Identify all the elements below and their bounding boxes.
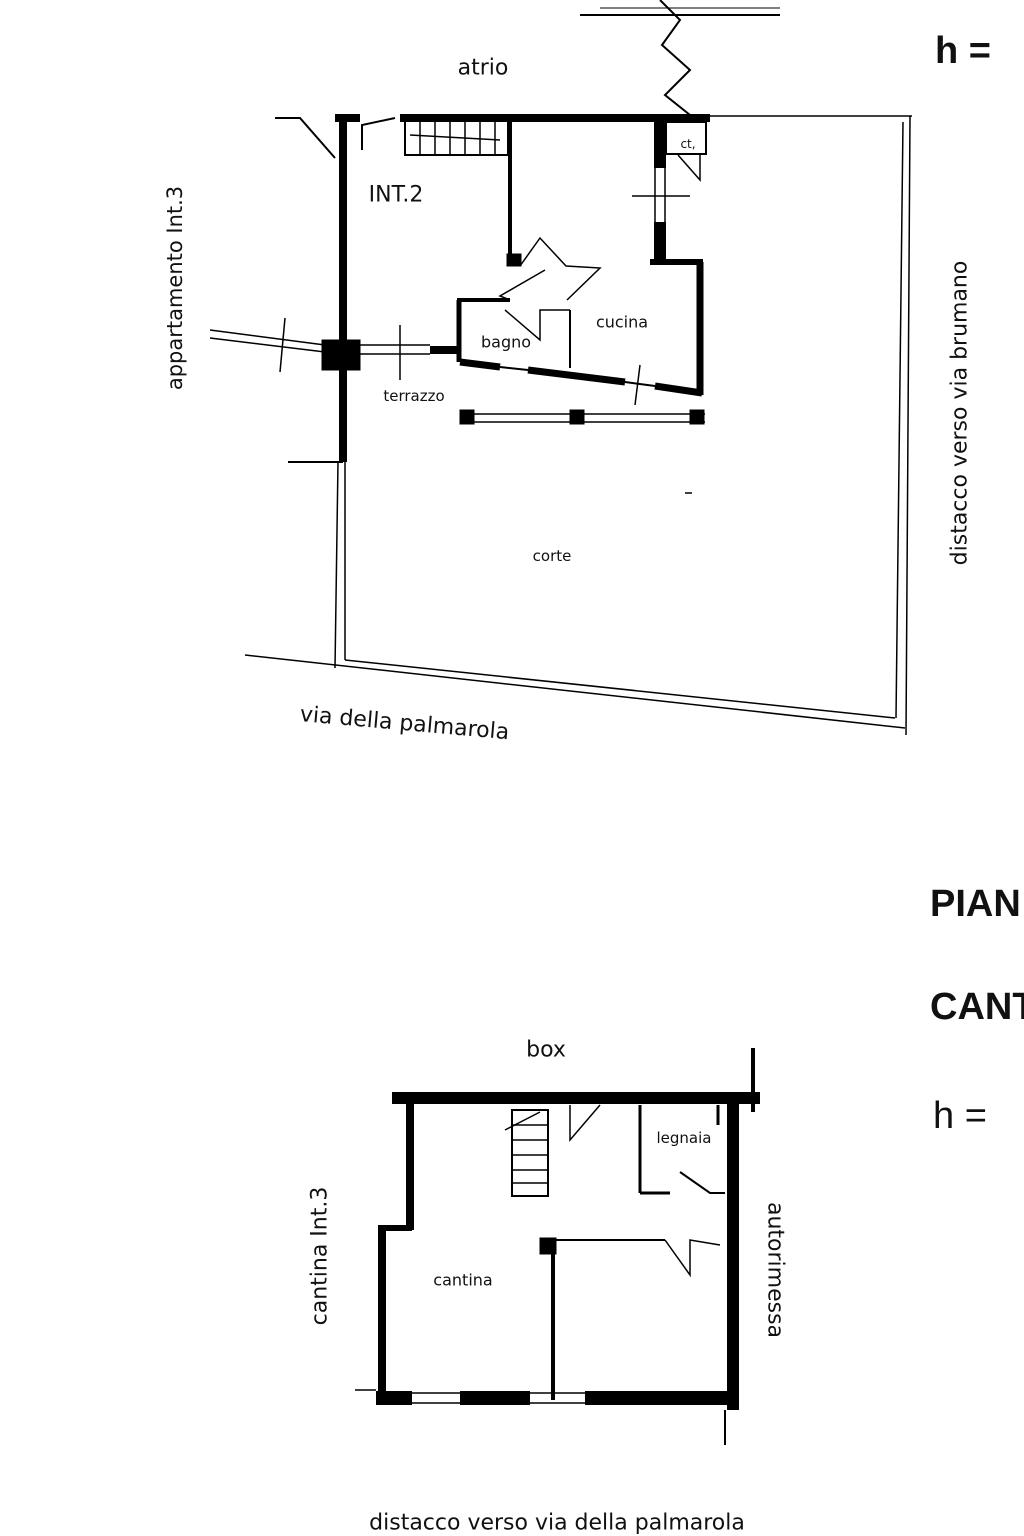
label-garage: autorimessa [762, 1201, 788, 1339]
label-cellar-neighbor: cantina Int.3 [307, 1186, 333, 1326]
label-kitchen: cucina [595, 312, 649, 332]
label-court: corte [532, 547, 572, 565]
legend-floor: PIAN [930, 883, 1021, 925]
label-terrace: terrazzo [383, 387, 445, 405]
label-woodshed: legnaia [656, 1129, 712, 1147]
label-cellar: cantina [433, 1270, 493, 1290]
label-left-neighbor: appartamento Int.3 [163, 185, 187, 391]
upper-plan [209, 0, 912, 736]
label-box: box [526, 1037, 566, 1063]
label-right-side: distacco verso via brumano [947, 260, 973, 566]
lower-plan [355, 1048, 760, 1445]
legend-h-top: h = [935, 30, 991, 72]
stairs [511, 1109, 549, 1197]
label-bathroom: bagno [480, 332, 532, 352]
label-bottom-street: distacco verso via della palmarola [369, 1510, 745, 1536]
street-line [244, 654, 906, 729]
legend-h-bottom: h = [933, 1095, 987, 1137]
label-closet: ct, [680, 137, 696, 151]
label-atrio: atrio [457, 55, 509, 81]
legend-cellar: CANT [930, 986, 1024, 1028]
label-unit: INT.2 [368, 182, 424, 208]
